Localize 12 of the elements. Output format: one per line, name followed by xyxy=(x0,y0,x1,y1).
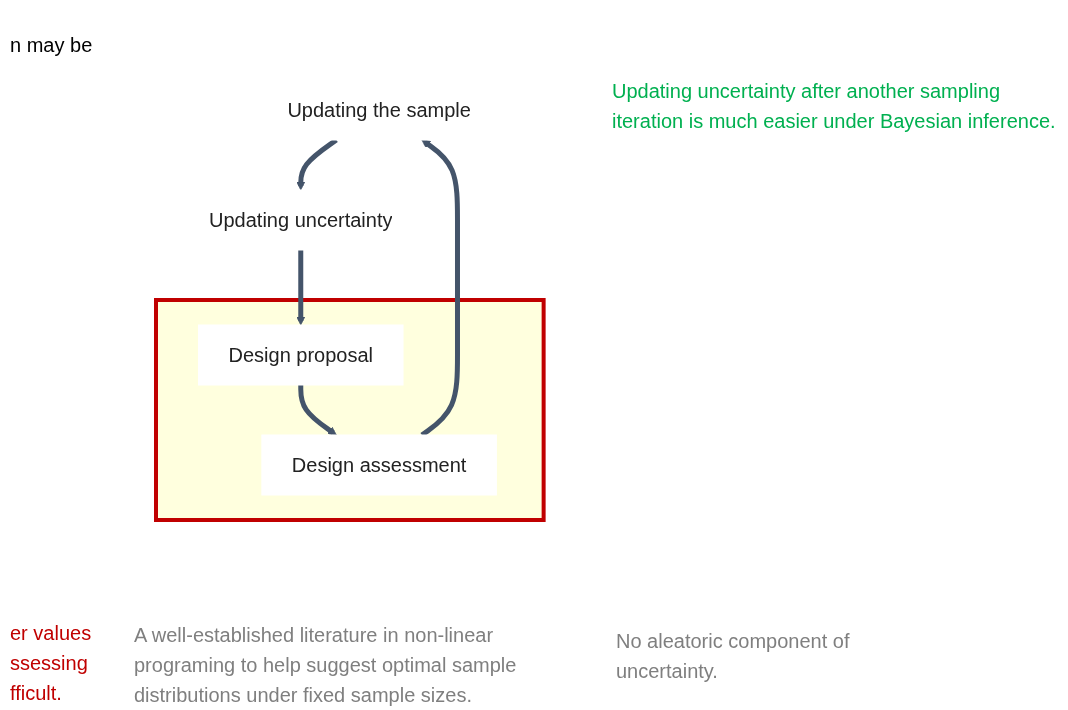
note-text: Updating uncertainty after another sampling iteration is much easier under Bayesian inference. xyxy=(612,79,1057,134)
node-text: Updating uncertainty xyxy=(209,209,393,231)
node-box: Design proposal xyxy=(198,324,404,386)
cluster xyxy=(154,298,546,522)
note-text: er values ssessing fficult. xyxy=(10,621,93,706)
note-text: A well-established literature in non-linear programing to help suggest optimal sample distributions under fixed sample sizes. xyxy=(134,623,518,708)
arrow xyxy=(296,250,306,326)
node-box: Design assessment xyxy=(261,434,498,496)
node-text: Updating the sample xyxy=(287,99,472,121)
note-text: n may be xyxy=(10,33,94,58)
arrow xyxy=(298,385,337,436)
note-text: No aleatoric component of uncertainty. xyxy=(616,629,851,684)
